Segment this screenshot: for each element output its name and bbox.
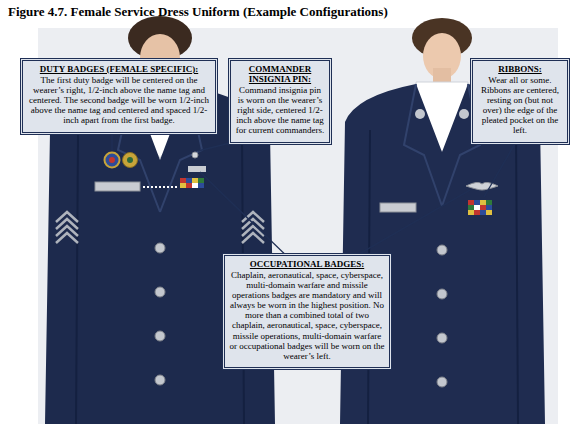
callout-text: Wear all or some. Ribbons are centered, … <box>477 75 563 135</box>
callout-heading: DUTY BADGES (FEMALE SPECIFIC): <box>27 64 211 74</box>
callout-heading: OCCUPATIONAL BADGES: <box>229 259 385 269</box>
callout-heading: COMMANDER INSIGNIA PIN: <box>235 64 325 84</box>
callout-text: Chaplain, aeronautical, space, cyberspac… <box>229 270 385 361</box>
callout-box: RIBBONS:Wear all or some. Ribbons are ce… <box>470 58 570 145</box>
callout-box: DUTY BADGES (FEMALE SPECIFIC):The first … <box>20 58 218 135</box>
callout-heading: RIBBONS: <box>477 64 563 74</box>
callout-box: COMMANDER INSIGNIA PIN:Command insignia … <box>228 58 332 145</box>
figure-title: Figure 4.7. Female Service Dress Uniform… <box>8 4 388 20</box>
callout-text: Command insignia pin is worn on the wear… <box>235 85 325 135</box>
leader-lines <box>112 135 520 265</box>
callout-box: OCCUPATIONAL BADGES:Chaplain, aeronautic… <box>222 253 392 370</box>
callout-text: The first duty badge will be centered on… <box>27 75 211 125</box>
